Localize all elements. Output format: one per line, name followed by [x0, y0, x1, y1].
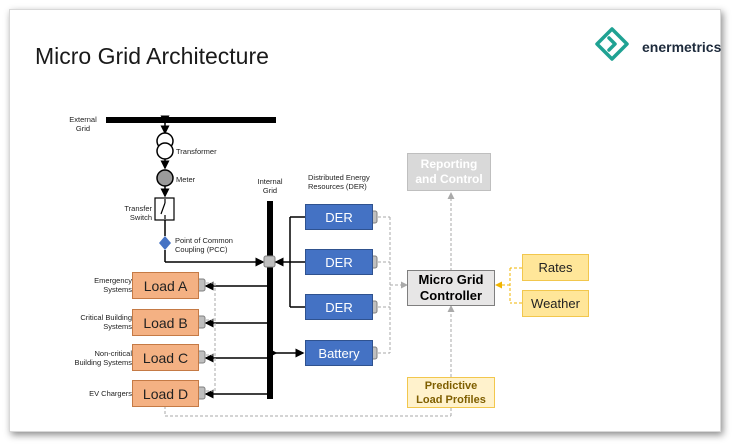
- battery-box: Battery: [305, 340, 373, 366]
- reporting-control-box: Reporting and Control: [407, 153, 491, 191]
- load-a-label: Load A: [143, 277, 188, 294]
- der-1-label: DER: [325, 209, 353, 225]
- der-box-3: DER: [305, 294, 373, 320]
- der-3-label: DER: [325, 299, 353, 315]
- der-box-2: DER: [305, 249, 373, 275]
- load-a-caption: Emergency Systems: [94, 276, 132, 294]
- load-b-label: Load B: [143, 314, 188, 331]
- pcc-label: Point of Common Coupling (PCC): [175, 236, 233, 254]
- predictive-load-profiles-box: Predictive Load Profiles: [407, 377, 495, 408]
- transformer-symbol: [156, 132, 174, 160]
- diagram-wiring: [106, 115, 522, 417]
- load-c-box: Load C: [132, 344, 199, 371]
- slide: Micro Grid Architecture enermetrics: [9, 9, 721, 432]
- transformer-label: Transformer: [176, 147, 217, 156]
- external-grid-label: External Grid: [69, 115, 97, 133]
- internal-grid-label: Internal Grid: [257, 177, 283, 195]
- load-d-caption: EV Chargers: [89, 389, 132, 398]
- weather-box: Weather: [522, 290, 589, 317]
- battery-label: Battery: [318, 345, 360, 361]
- load-d-label: Load D: [142, 385, 189, 402]
- der-2-label: DER: [325, 254, 353, 270]
- transfer-switch-symbol: [154, 197, 175, 221]
- meter-symbol: [156, 169, 174, 187]
- load-b-box: Load B: [132, 309, 199, 336]
- load-d-box: Load D: [132, 380, 199, 407]
- transfer-switch-label: Transfer Switch: [124, 204, 152, 222]
- load-b-caption: Critical Building Systems: [80, 313, 132, 331]
- slide-title: Micro Grid Architecture: [35, 43, 269, 69]
- brand-name: enermetrics: [642, 39, 722, 55]
- der-resources-label: Distributed Energy Resources (DER): [308, 173, 370, 191]
- load-c-label: Load C: [142, 349, 189, 366]
- load-c-caption: Non-critical Building Systems: [74, 349, 132, 367]
- pcc-marker: [159, 236, 171, 250]
- meter-label: Meter: [176, 175, 196, 184]
- rates-box: Rates: [522, 254, 589, 281]
- micro-grid-controller-box: Micro Grid Controller: [407, 270, 495, 306]
- enermetrics-logo-icon: [595, 27, 629, 61]
- load-a-box: Load A: [132, 272, 199, 299]
- der-box-1: DER: [305, 204, 373, 230]
